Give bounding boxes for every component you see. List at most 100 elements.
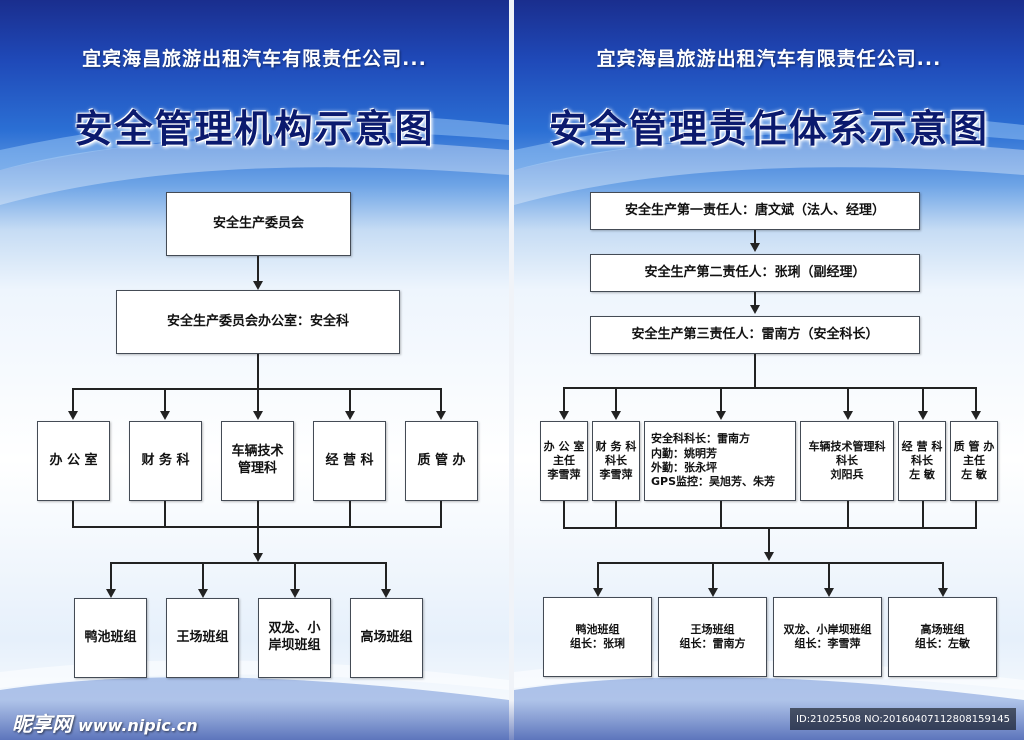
arrow-down-icon <box>843 411 853 420</box>
connector <box>257 501 259 527</box>
connector <box>720 501 722 528</box>
connector <box>385 562 387 589</box>
connector <box>257 527 259 555</box>
department-box: 经 营 科 科长 左 敏 <box>898 421 946 501</box>
connector <box>712 562 714 588</box>
left-poster: 宜宾海昌旅游出租汽车有限责任公司... 安全管理机构示意图 安全生产委员会 安全… <box>0 0 509 740</box>
connector <box>754 230 756 244</box>
team-box: 高场班组 <box>350 598 423 678</box>
arrow-down-icon <box>750 243 760 252</box>
arrow-down-icon <box>559 411 569 420</box>
arrow-down-icon <box>611 411 621 420</box>
department-box: 车辆技术 管理科 <box>221 421 294 501</box>
right-poster: 宜宾海昌旅游出租汽车有限责任公司... 安全管理责任体系示意图 安全生产第一责任… <box>514 0 1024 740</box>
team-box: 王场班组 组长：雷南方 <box>658 597 767 677</box>
arrow-down-icon <box>253 281 263 290</box>
arrow-down-icon <box>593 588 603 597</box>
connector <box>349 501 351 527</box>
department-box: 办 公 室 <box>37 421 110 501</box>
connector <box>440 388 442 411</box>
connector <box>110 562 386 564</box>
watermark-brand: 昵享网 <box>12 712 72 736</box>
company-name: 宜宾海昌旅游出租汽车有限责任公司... <box>596 48 942 70</box>
department-box: 财 务 科 <box>129 421 202 501</box>
connector <box>615 501 617 528</box>
connector <box>349 388 351 411</box>
department-box: 质 管 办 主任 左 敏 <box>950 421 998 501</box>
connector <box>257 256 259 281</box>
third-responsible-box: 安全生产第三责任人：雷南方（安全科长） <box>590 316 920 354</box>
chart-title: 安全管理责任体系示意图 <box>548 106 989 151</box>
connector <box>563 387 565 411</box>
second-responsible-box: 安全生产第二责任人：张琍（副经理） <box>590 254 920 292</box>
connector <box>847 501 849 528</box>
department-box: 经 营 科 <box>313 421 386 501</box>
connector <box>754 354 756 388</box>
connector <box>754 292 756 306</box>
first-responsible-box: 安全生产第一责任人：唐文斌（法人、经理） <box>590 192 920 230</box>
connector <box>847 387 849 411</box>
connector <box>563 501 565 528</box>
team-box: 鸭池班组 <box>74 598 147 678</box>
connector <box>768 528 770 554</box>
connector <box>72 501 74 527</box>
team-box: 双龙、小岸坝班组 组长：李雪萍 <box>773 597 882 677</box>
connector <box>942 562 944 588</box>
connector <box>828 562 830 588</box>
arrow-down-icon <box>68 411 78 420</box>
department-box: 办 公 室 主任 李雪萍 <box>540 421 588 501</box>
team-box: 双龙、小 岸坝班组 <box>258 598 331 678</box>
department-box: 财 务 科 科长 李雪萍 <box>592 421 640 501</box>
arrow-down-icon <box>708 588 718 597</box>
arrow-down-icon <box>824 588 834 597</box>
connector <box>72 388 74 411</box>
arrow-down-icon <box>938 588 948 597</box>
arrow-down-icon <box>716 411 726 420</box>
team-box: 王场班组 <box>166 598 239 678</box>
connector <box>202 562 204 589</box>
arrow-down-icon <box>106 589 116 598</box>
connector <box>922 387 924 411</box>
arrow-down-icon <box>971 411 981 420</box>
company-name: 宜宾海昌旅游出租汽车有限责任公司... <box>82 48 427 70</box>
arrow-down-icon <box>290 589 300 598</box>
arrow-down-icon <box>253 411 263 420</box>
team-box: 鸭池班组 组长：张琍 <box>543 597 652 677</box>
connector <box>720 387 722 411</box>
team-box: 高场班组 组长：左敏 <box>888 597 997 677</box>
connector <box>257 388 259 411</box>
arrow-down-icon <box>764 552 774 561</box>
connector <box>164 501 166 527</box>
arrow-down-icon <box>160 411 170 420</box>
safety-department-box: 安全科科长：雷南方 内勤：姚明芳 外勤：张永坪 GPS监控：吴旭芳、朱芳 <box>644 421 796 501</box>
panel-divider <box>509 0 514 740</box>
connector <box>615 387 617 411</box>
connector <box>257 354 259 389</box>
connector <box>563 387 977 389</box>
connector <box>110 562 112 589</box>
arrow-down-icon <box>750 305 760 314</box>
arrow-down-icon <box>381 589 391 598</box>
image-id-label: ID:21025508 NO:20160407112808159145 <box>790 708 1016 730</box>
arrow-down-icon <box>198 589 208 598</box>
connector <box>922 501 924 528</box>
connector <box>975 387 977 411</box>
connector <box>440 501 442 527</box>
site-watermark: 昵享网 www.nipic.cn <box>12 708 198 737</box>
office-box: 安全生产委员会办公室：安全科 <box>116 290 400 354</box>
committee-box: 安全生产委员会 <box>166 192 351 256</box>
connector <box>975 501 977 528</box>
connector <box>597 562 599 588</box>
chart-title: 安全管理机构示意图 <box>74 106 435 151</box>
arrow-down-icon <box>436 411 446 420</box>
watermark-url: www.nipic.cn <box>78 716 198 735</box>
connector <box>294 562 296 589</box>
arrow-down-icon <box>345 411 355 420</box>
connector <box>597 562 943 564</box>
connector <box>563 527 977 529</box>
connector <box>164 388 166 411</box>
department-box: 车辆技术管理科 科长 刘阳兵 <box>800 421 894 501</box>
arrow-down-icon <box>918 411 928 420</box>
arrow-down-icon <box>253 553 263 562</box>
department-box: 质 管 办 <box>405 421 478 501</box>
